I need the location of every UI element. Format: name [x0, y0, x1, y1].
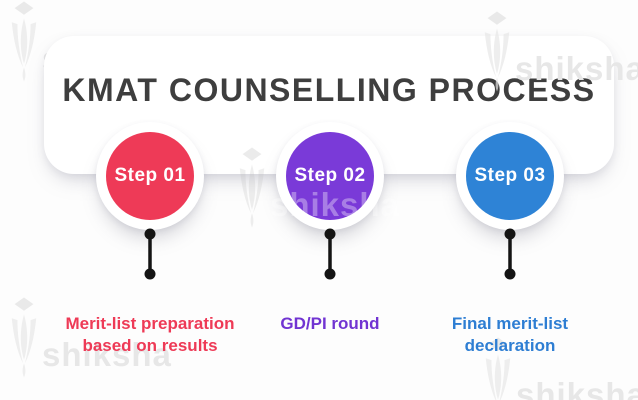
pin-connector-icon [504, 228, 516, 280]
pin-connector-icon [324, 228, 336, 280]
step-1-label: Step 01 [114, 165, 186, 186]
step-3-caption: Final merit-list declaration [451, 314, 569, 355]
step-1-caption: Merit-list preparation based on results [65, 314, 235, 355]
step-2-badge: Step 02 [286, 132, 374, 220]
step-circle-3: Step 03 [456, 122, 564, 230]
step-circle-1: Step 01 [96, 122, 204, 230]
pin-connector-icon [144, 228, 156, 280]
step-2-label: Step 02 [294, 165, 366, 186]
step-3-badge: Step 03 [466, 132, 554, 220]
step-circle-2: Step 02 [276, 122, 384, 230]
step-3-label: Step 03 [474, 165, 546, 186]
watermark-text: shiksha [516, 376, 638, 400]
step-1-badge: Step 01 [106, 132, 194, 220]
page-title: KMAT COUNSELLING PROCESS [62, 72, 596, 108]
step-2-caption: GD/PI round [280, 314, 380, 333]
shiksha-bird-icon [11, 1, 37, 82]
shiksha-bird-icon [11, 297, 37, 378]
